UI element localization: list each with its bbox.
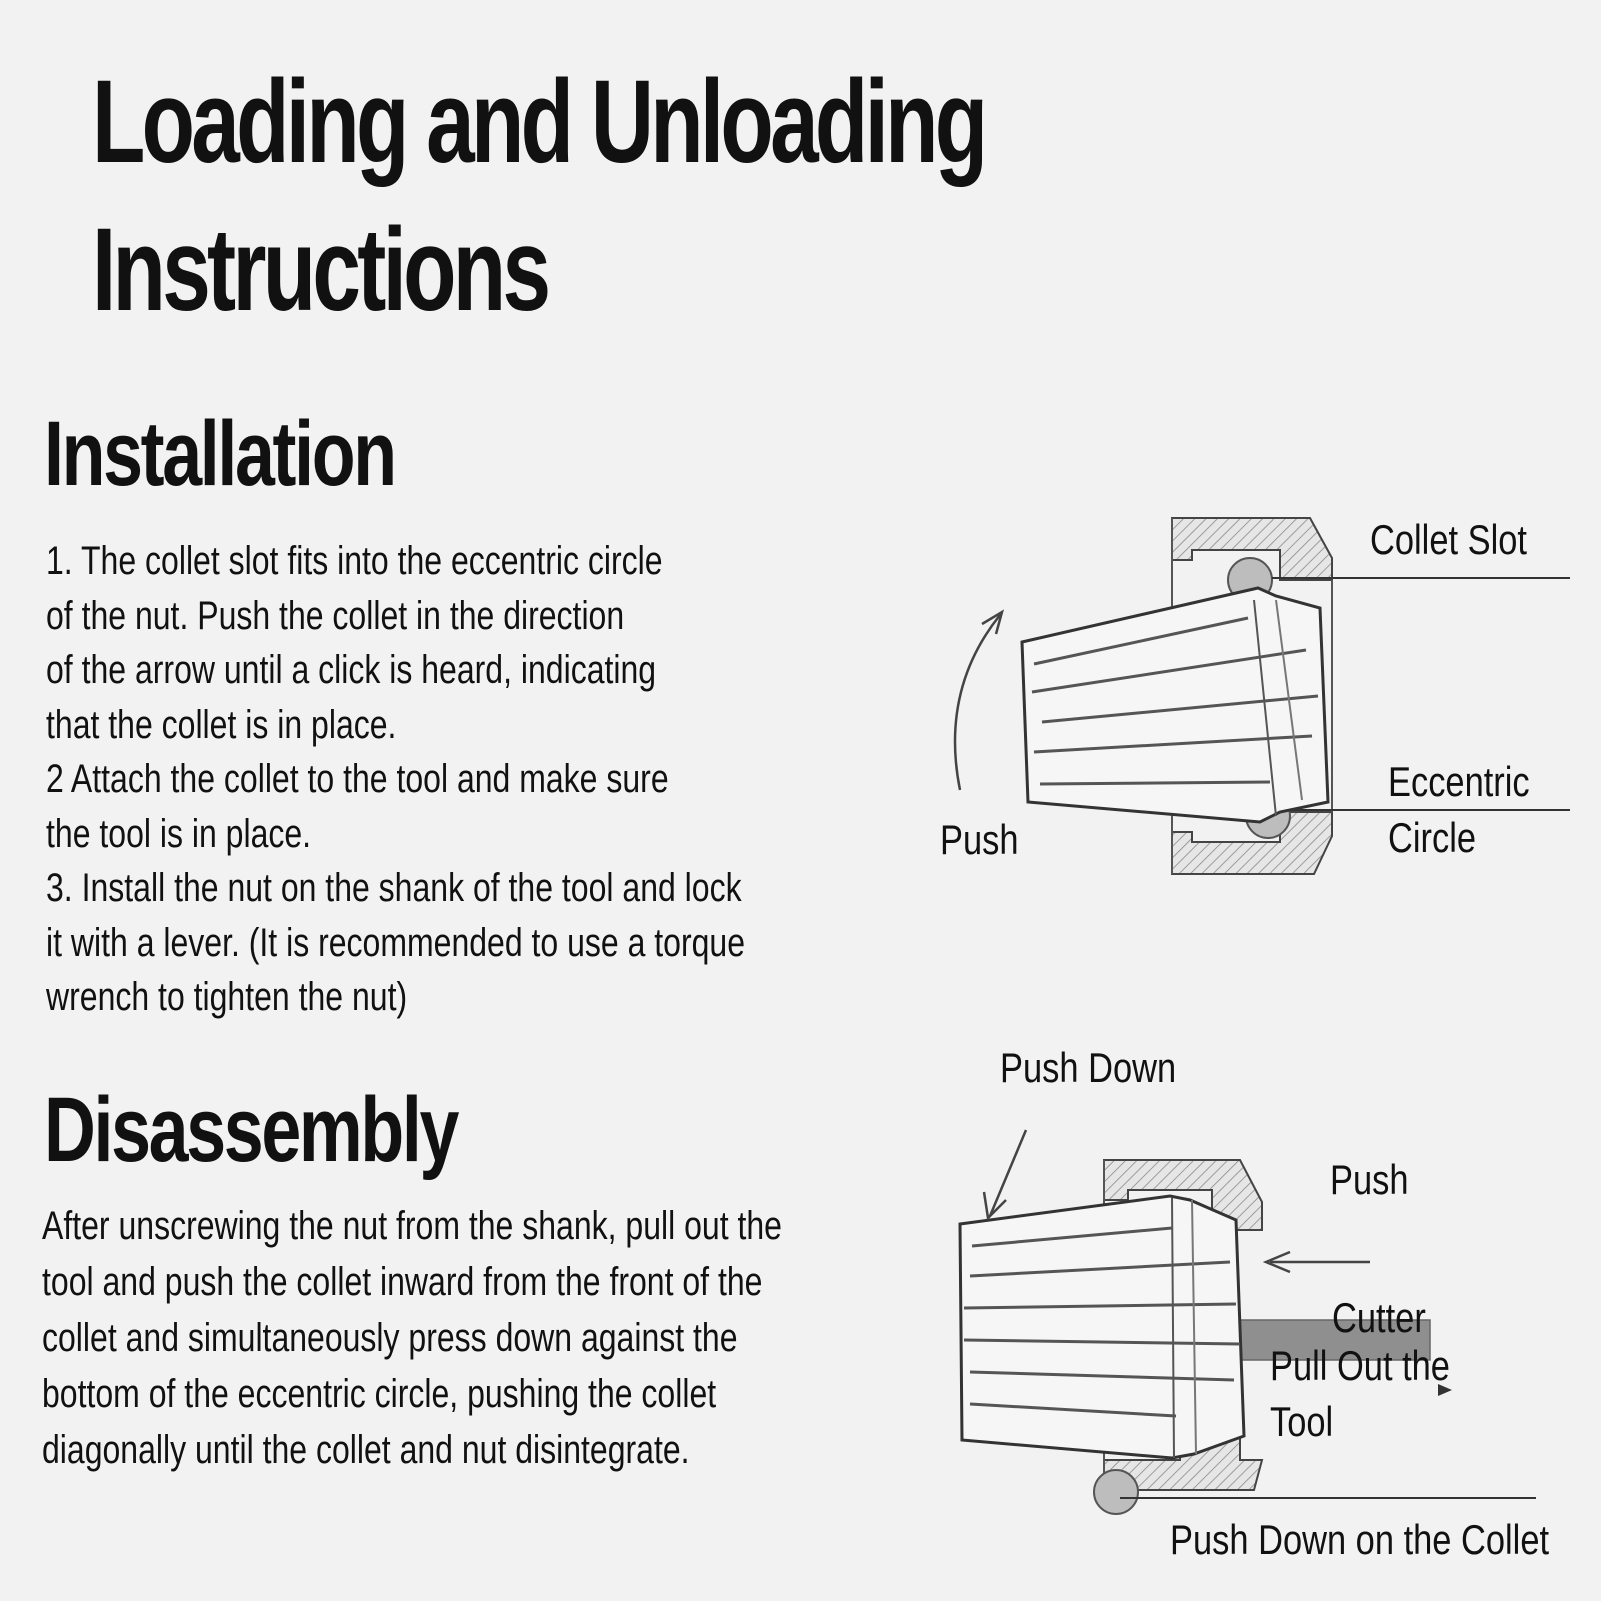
- label-pull-out-tool-line: Tool: [1270, 1398, 1334, 1445]
- label-eccentric-circle-line: Eccentric: [1388, 758, 1530, 805]
- page-title: Loading and Unloading Instructions: [92, 48, 988, 344]
- label-pull-out-tool: Pull Out the Tool: [1270, 1338, 1450, 1450]
- disassembly-text: After unscrewing the nut from the shank,…: [42, 1198, 782, 1478]
- installation-line: it with a lever. (It is recommended to u…: [46, 920, 745, 965]
- installation-line: that the collet is in place.: [46, 702, 397, 747]
- label-push-disassembly: Push: [1330, 1156, 1409, 1203]
- disassembly-heading: Disassembly: [44, 1079, 459, 1181]
- installation-line: wrench to tighten the nut): [46, 975, 408, 1019]
- disassembly-line: tool and push the collet inward from the…: [42, 1260, 763, 1304]
- label-eccentric-circle: Eccentric Circle: [1388, 754, 1530, 866]
- label-collet-slot: Collet Slot: [1370, 516, 1527, 563]
- collet-disassembly-illustration: [958, 1129, 1536, 1515]
- installation-text: 1. The collet slot fits into the eccentr…: [46, 534, 745, 1025]
- installation-line: 2 Attach the collet to the tool and make…: [46, 757, 669, 801]
- label-push-down-on-collet: Push Down on the Collet: [1170, 1516, 1550, 1563]
- installation-heading: Installation: [44, 403, 397, 505]
- installation-line: of the arrow until a click is heard, ind…: [46, 648, 657, 692]
- disassembly-diagram: Push Down Push Cutter Pull Out the Tool …: [940, 1040, 1580, 1580]
- installation-line: of the nut. Push the collet in the direc…: [46, 593, 625, 638]
- label-push: Push: [940, 816, 1019, 863]
- installation-diagram: Collet Slot Eccentric Circle Push: [930, 500, 1570, 900]
- installation-line: the tool is in place.: [46, 811, 312, 856]
- page-title-line-1: Loading and Unloading: [92, 56, 988, 188]
- label-eccentric-circle-line: Circle: [1388, 814, 1477, 861]
- installation-line: 1. The collet slot fits into the eccentr…: [46, 539, 663, 583]
- page-title-line-2: Instructions: [92, 204, 551, 336]
- collet-install-illustration: [953, 517, 1570, 875]
- label-push-down: Push Down: [1000, 1044, 1177, 1091]
- disassembly-line: After unscrewing the nut from the shank,…: [42, 1204, 782, 1248]
- disassembly-line: diagonally until the collet and nut disi…: [42, 1428, 690, 1472]
- label-cutter: Cutter: [1332, 1294, 1426, 1341]
- disassembly-line: collet and simultaneously press down aga…: [42, 1316, 738, 1360]
- disassembly-line: bottom of the eccentric circle, pushing …: [42, 1372, 717, 1416]
- installation-line: 3. Install the nut on the shank of the t…: [46, 866, 742, 910]
- label-pull-out-tool-line: Pull Out the: [1270, 1342, 1450, 1389]
